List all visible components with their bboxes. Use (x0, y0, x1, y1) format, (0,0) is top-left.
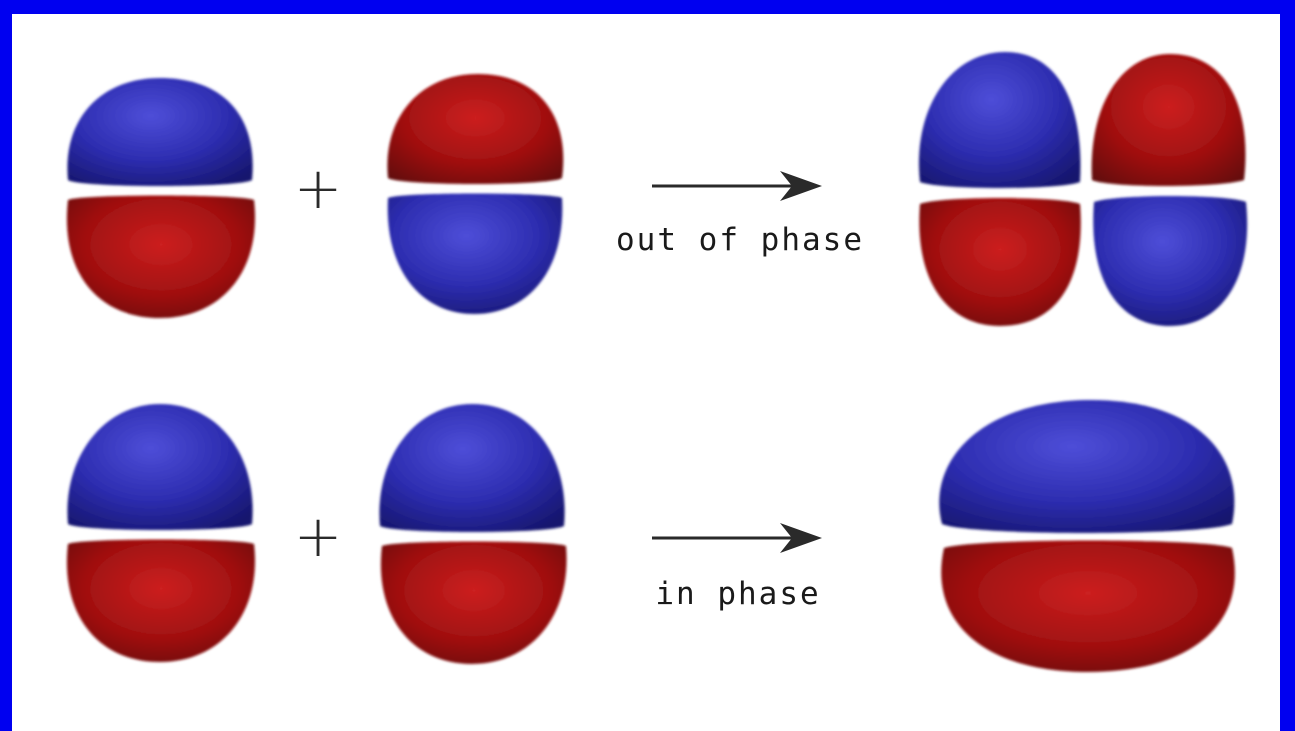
plus-sign: + (294, 502, 343, 570)
row-out-of-phase: + out of phase (66, 52, 1248, 326)
lobe-blue-bottom-right (1093, 196, 1248, 326)
lobe-blue (387, 193, 563, 314)
lobe-blue-top (939, 399, 1235, 533)
p-orbital-4-blue-up (379, 404, 567, 664)
p-orbital-2-red-up (387, 74, 564, 314)
lobe-red-bottom (941, 540, 1235, 672)
antibonding-four-lobe-orbital (918, 52, 1248, 326)
lobe-red-top-right (1091, 54, 1246, 186)
plus-sign: + (294, 154, 343, 222)
bonding-two-lobe-orbital (939, 399, 1235, 672)
row-in-phase: + in phase (66, 399, 1235, 672)
caption-out-of-phase: out of phase (616, 222, 864, 258)
lobe-red (387, 74, 564, 184)
lobe-red (66, 539, 256, 662)
lobe-blue-top-left (918, 52, 1081, 188)
lobe-blue (379, 404, 565, 532)
p-orbital-3-blue-up (66, 404, 256, 662)
lobe-red-bottom-left (919, 198, 1081, 326)
lobe-red (66, 195, 256, 318)
lobe-blue (67, 404, 253, 530)
lobe-blue (67, 78, 253, 186)
lobe-red (380, 541, 567, 664)
caption-in-phase: in phase (655, 576, 820, 612)
p-orbital-1-blue-up (66, 78, 256, 318)
